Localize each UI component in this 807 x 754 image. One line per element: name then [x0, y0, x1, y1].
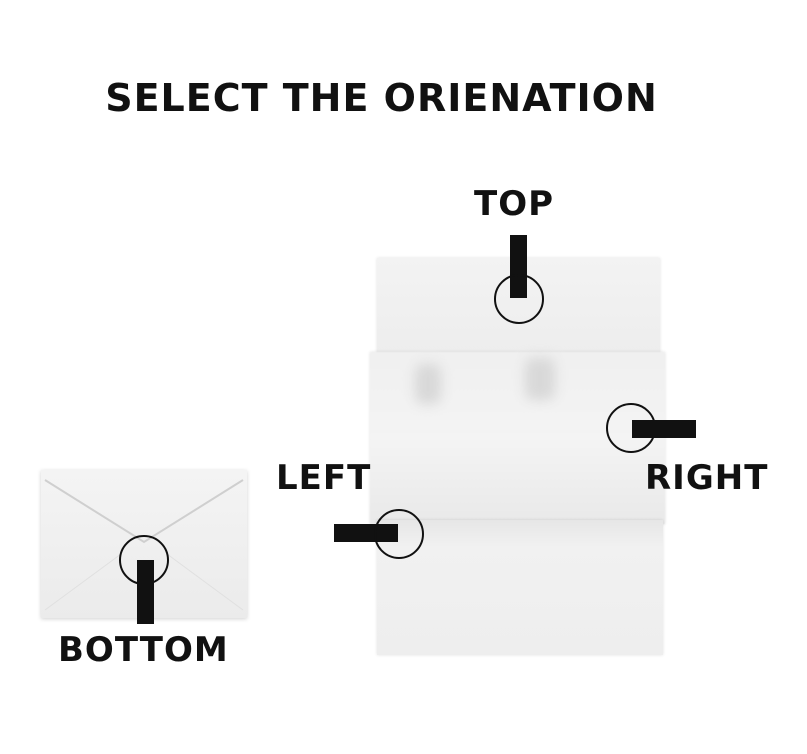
left-label[interactable]: LEFT — [276, 458, 372, 498]
letter-bottom-panel — [377, 520, 663, 655]
blur-spot — [525, 358, 555, 400]
bottom-marker-bar — [137, 560, 154, 624]
top-label[interactable]: TOP — [474, 184, 555, 224]
top-marker-ring — [494, 274, 544, 324]
bottom-label[interactable]: BOTTOM — [58, 630, 229, 670]
page-title: SELECT THE ORIENATION — [105, 76, 658, 120]
right-marker-bar — [632, 420, 696, 438]
blur-spot — [415, 364, 441, 404]
right-label[interactable]: RIGHT — [645, 458, 769, 498]
left-marker-ring — [374, 509, 424, 559]
